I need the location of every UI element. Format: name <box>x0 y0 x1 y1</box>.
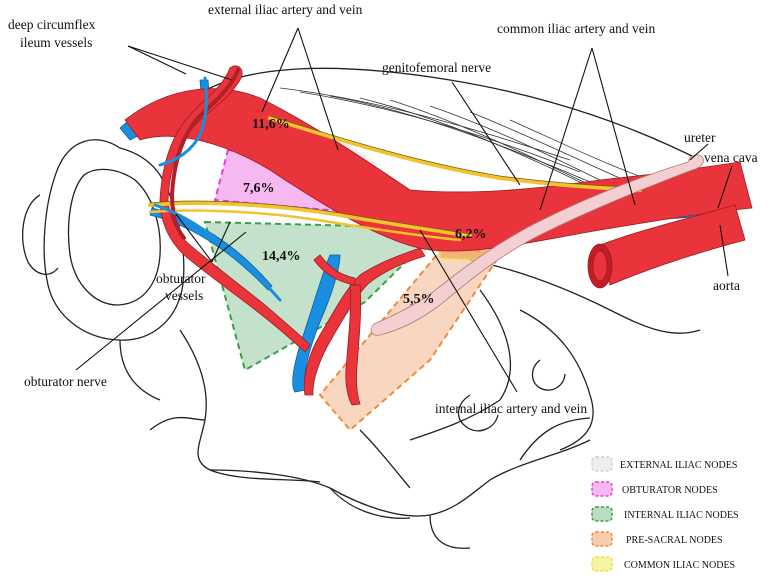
legend-item-common-iliac: COMMON ILIAC NODES <box>591 556 735 572</box>
leader-lines <box>75 27 733 393</box>
legend-label: PRE-SACRAL NODES <box>626 535 723 546</box>
legend-item-internal-iliac: INTERNAL ILIAC NODES <box>591 506 739 522</box>
label-obturator-nerve: obturator nerve <box>24 374 107 389</box>
label-obturator-vessels-2: vessels <box>165 288 203 303</box>
label-external-iliac: external iliac artery and vein <box>208 2 363 17</box>
label-common-iliac: common iliac artery and vein <box>497 21 655 36</box>
muscle-strands <box>279 87 681 201</box>
nerve-outlines <box>149 115 641 235</box>
pelvis-outline <box>22 67 701 549</box>
legend-label: INTERNAL ILIAC NODES <box>624 510 739 521</box>
small-veins <box>153 76 282 302</box>
label-genitofemoral: genitofemoral nerve <box>382 60 491 75</box>
arteries <box>124 65 753 406</box>
small-vessels <box>169 68 240 240</box>
label-ureter: ureter <box>684 130 716 145</box>
nerves <box>148 116 642 242</box>
label-aorta: aorta <box>713 278 740 293</box>
label-vena-cava: vena cava <box>704 150 758 165</box>
legend-item-external-iliac: EXTERNAL ILIAC NODES <box>591 456 737 472</box>
pct-common-iliac: 6,2% <box>455 227 487 242</box>
label-obturator-vessels-1: obturator <box>156 271 206 286</box>
label-deep-circumflex-2: ileum vessels <box>20 35 92 50</box>
label-internal-iliac: internal iliac artery and vein <box>435 401 587 416</box>
legend-item-presacral: PRE-SACRAL NODES <box>591 531 723 547</box>
ureter <box>370 154 704 336</box>
legend-item-obturator: OBTURATOR NODES <box>591 481 718 497</box>
pct-external-iliac: 11,6% <box>252 117 290 132</box>
pct-presacral: 5,5% <box>403 292 435 307</box>
legend: EXTERNAL ILIAC NODES OBTURATOR NODES INT… <box>591 456 739 572</box>
legend-label: OBTURATOR NODES <box>622 485 718 496</box>
legend-label: COMMON ILIAC NODES <box>624 560 735 571</box>
pct-obturator: 7,6% <box>243 181 275 196</box>
legend-label: EXTERNAL ILIAC NODES <box>620 460 737 471</box>
label-deep-circumflex-1: deep circumflex <box>8 17 96 32</box>
pct-internal-iliac: 14,4% <box>262 249 301 264</box>
